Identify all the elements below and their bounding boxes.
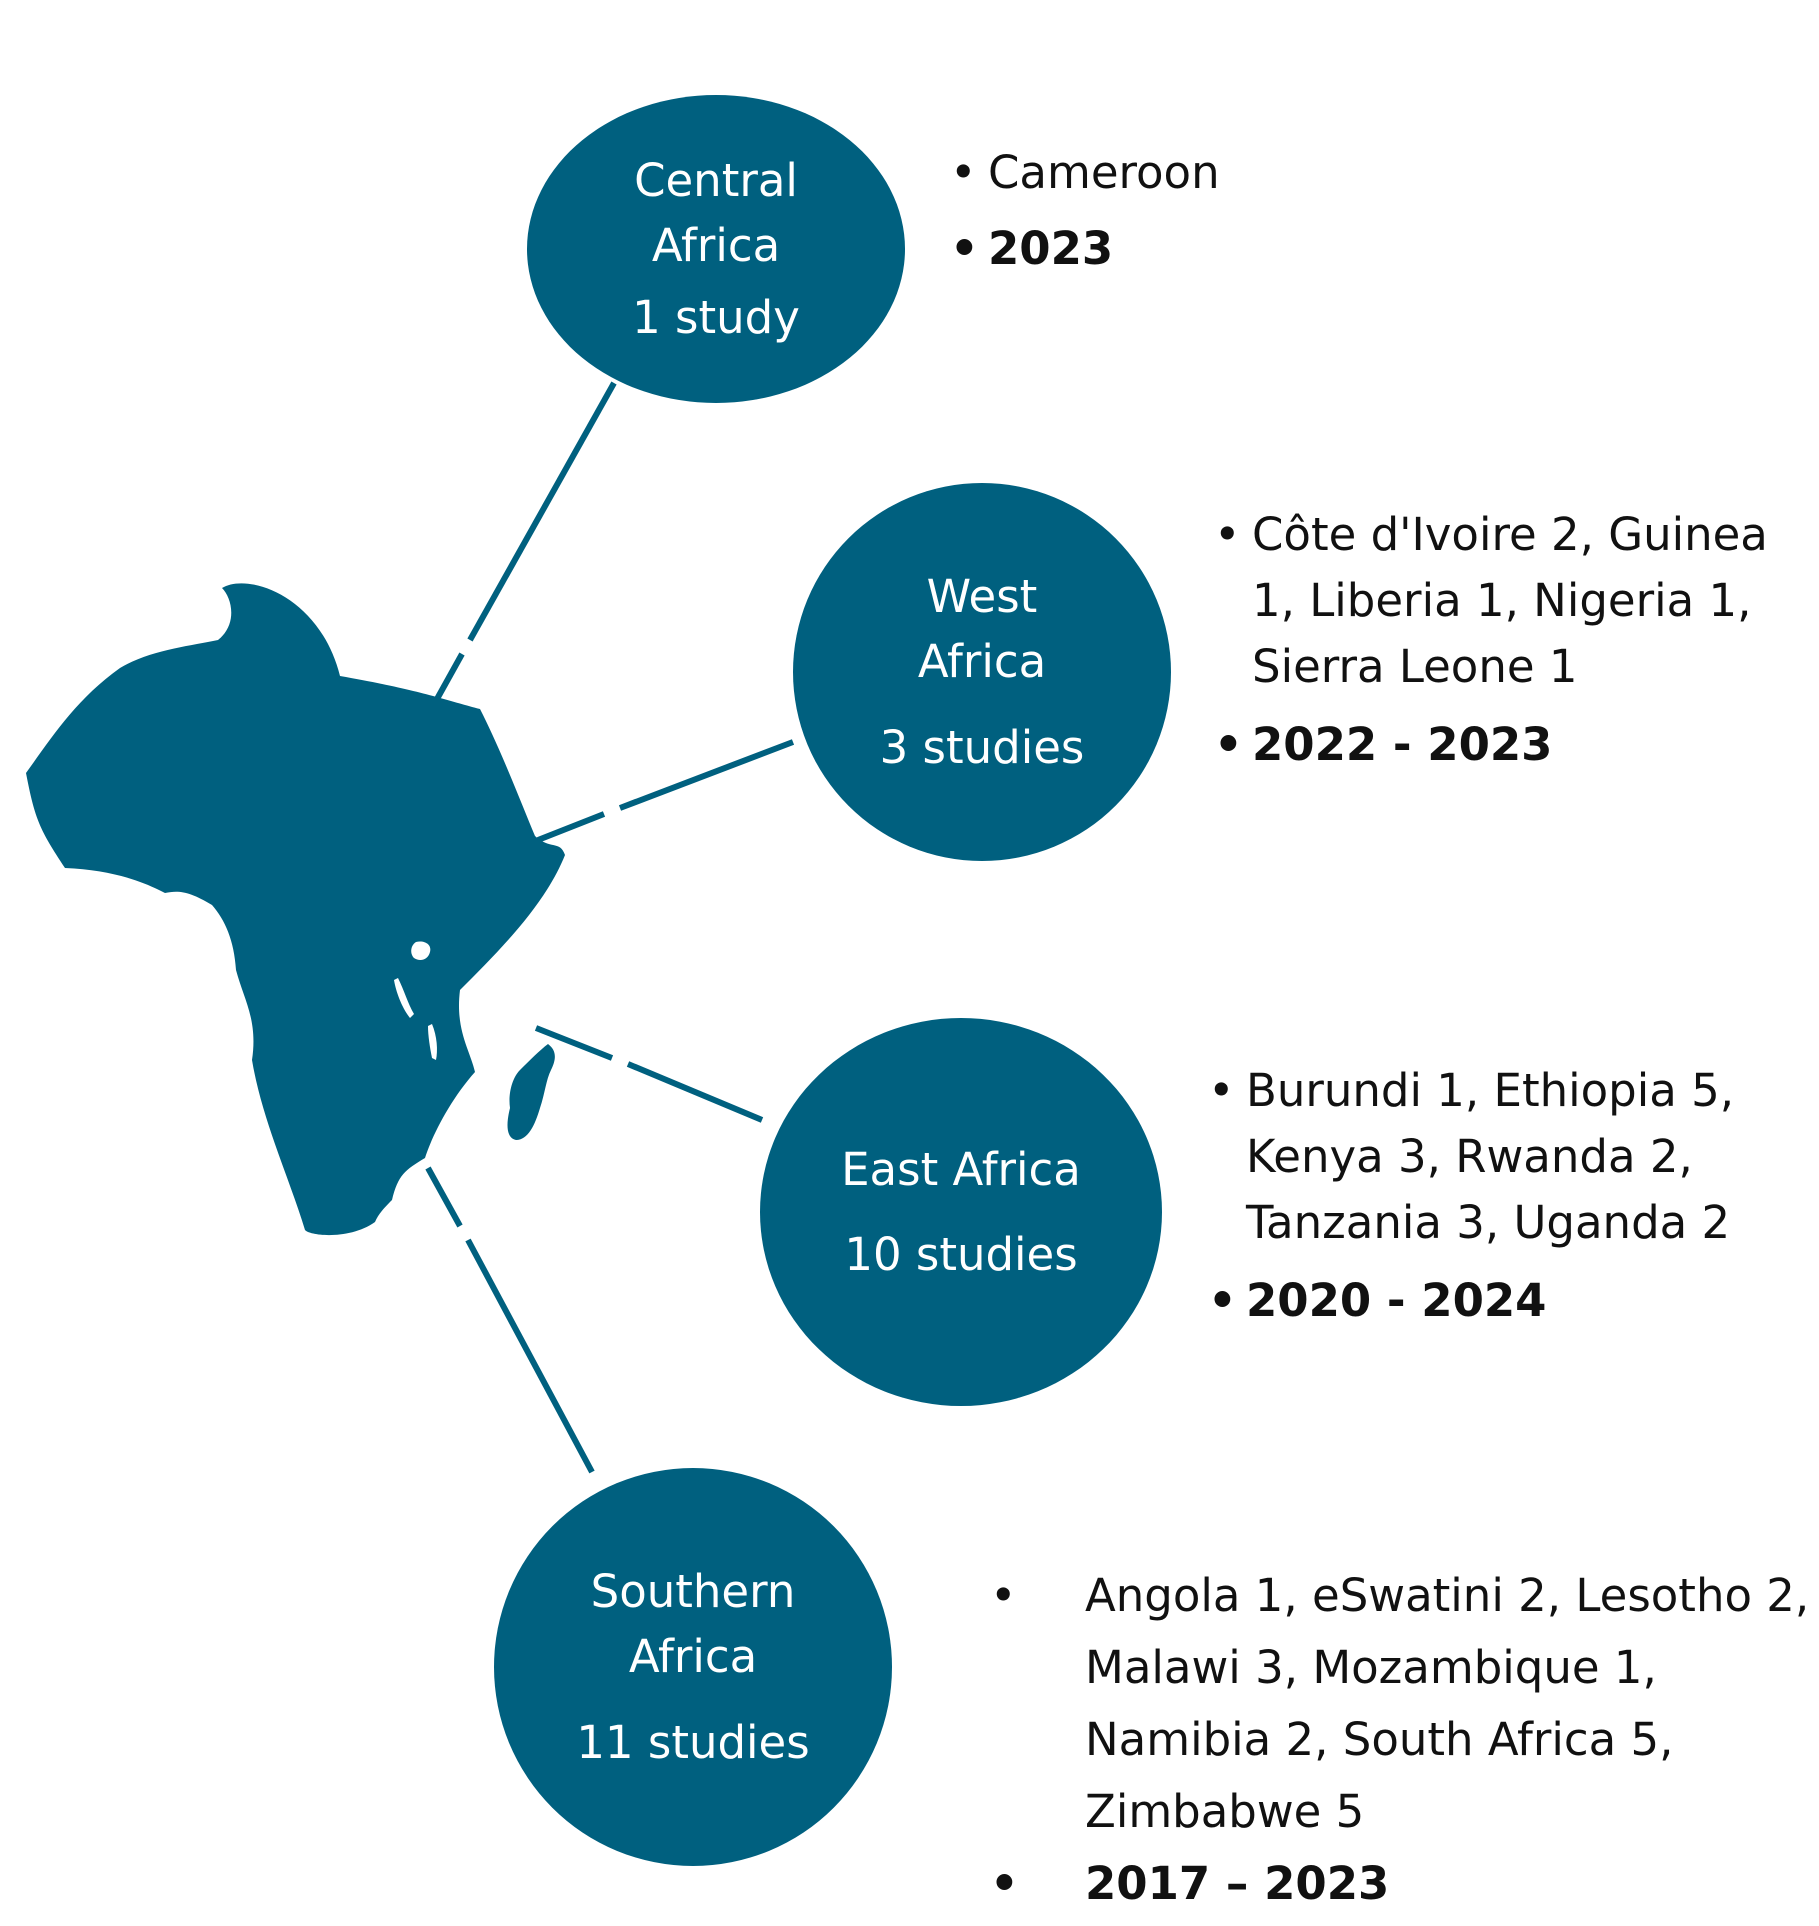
- connector-west-tail: [536, 811, 606, 843]
- region-title-line: Southern: [590, 1565, 796, 1619]
- connector-east-tail: [534, 1025, 614, 1061]
- connectors: [425, 381, 795, 1474]
- study-years: 2022 - 2023: [1214, 712, 1774, 778]
- region-title: East Africa: [841, 1137, 1081, 1202]
- connector-east: [626, 1061, 764, 1123]
- region-title: Central Africa: [634, 148, 798, 279]
- connector-southern: [465, 1238, 595, 1474]
- lake-victoria-shape: [411, 941, 431, 960]
- region-details-east: Burundi 1, Ethiopia 5, Kenya 3, Rwanda 2…: [1208, 1058, 1808, 1334]
- region-study-count: 10 studies: [844, 1228, 1078, 1281]
- africa-continent-shape: [26, 583, 565, 1236]
- region-title-line: Africa: [651, 219, 781, 273]
- region-title: West Africa: [918, 564, 1046, 695]
- region-title-line: Africa: [628, 1630, 758, 1684]
- region-details-west: Côte d'Ivoire 2, Guinea 1, Liberia 1, Ni…: [1214, 502, 1774, 778]
- region-title-line: Central: [634, 154, 798, 208]
- africa-map-icon: [26, 583, 565, 1236]
- region-bubble-east: East Africa 10 studies: [760, 1018, 1162, 1406]
- countries-list: Cameroon: [950, 140, 1670, 206]
- study-years: 2020 - 2024: [1208, 1268, 1808, 1334]
- region-title: Southern Africa: [591, 1559, 796, 1690]
- region-details-central: Cameroon 2023: [950, 140, 1670, 282]
- countries-list: Burundi 1, Ethiopia 5, Kenya 3, Rwanda 2…: [1208, 1058, 1808, 1256]
- countries-list: Côte d'Ivoire 2, Guinea 1, Liberia 1, Ni…: [1214, 502, 1774, 700]
- connector-west: [618, 739, 795, 811]
- lakes: [394, 941, 437, 1060]
- region-bubble-west: West Africa 3 studies: [793, 483, 1171, 861]
- region-bubble-southern: Southern Africa 11 studies: [494, 1468, 892, 1866]
- region-title-line: West: [926, 570, 1038, 624]
- region-study-count: 3 studies: [879, 720, 1085, 774]
- region-title-line: East Africa: [841, 1142, 1081, 1196]
- countries-list: Angola 1, eSwatini 2, Lesotho 2, Malawi …: [990, 1560, 1810, 1848]
- region-bubble-central: Central Africa 1 study: [527, 95, 905, 403]
- region-details-southern: Angola 1, eSwatini 2, Lesotho 2, Malawi …: [990, 1560, 1810, 1920]
- region-title-line: Africa: [917, 635, 1047, 689]
- connector-central: [467, 381, 617, 642]
- study-years: 2023: [950, 216, 1670, 282]
- connector-southern-tail: [425, 1166, 463, 1228]
- lake-tanganyika-shape: [394, 978, 414, 1018]
- region-study-count: 11 studies: [576, 1715, 810, 1769]
- region-study-count: 1 study: [632, 290, 800, 344]
- madagascar-shape: [507, 1044, 555, 1140]
- lake-malawi-shape: [428, 1024, 437, 1060]
- study-years: 2017 – 2023: [990, 1848, 1810, 1920]
